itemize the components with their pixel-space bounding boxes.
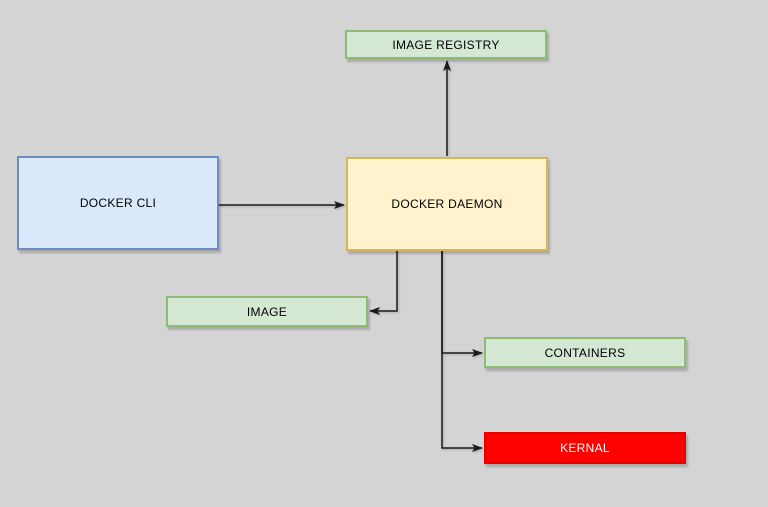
node-image-registry[interactable]: IMAGE REGISTRY [345,30,547,59]
node-docker-daemon-label: DOCKER DAEMON [391,197,503,211]
node-docker-daemon[interactable]: DOCKER DAEMON [346,157,548,251]
node-kernal-label: KERNAL [560,441,610,455]
node-containers-label: CONTAINERS [544,345,626,360]
node-image-label: IMAGE [246,304,288,319]
edge-daemon-to-containers [441,251,483,357]
node-docker-cli-label: DOCKER CLI [79,196,157,210]
node-containers[interactable]: CONTAINERS [484,337,686,368]
node-image-registry-label: IMAGE REGISTRY [392,37,500,52]
node-image[interactable]: IMAGE [166,296,368,327]
node-docker-cli[interactable]: DOCKER CLI [17,156,219,250]
edge-daemon-to-image [369,251,398,315]
edge-daemon-to-kernal [441,251,483,452]
node-kernal[interactable]: KERNAL [484,432,686,464]
